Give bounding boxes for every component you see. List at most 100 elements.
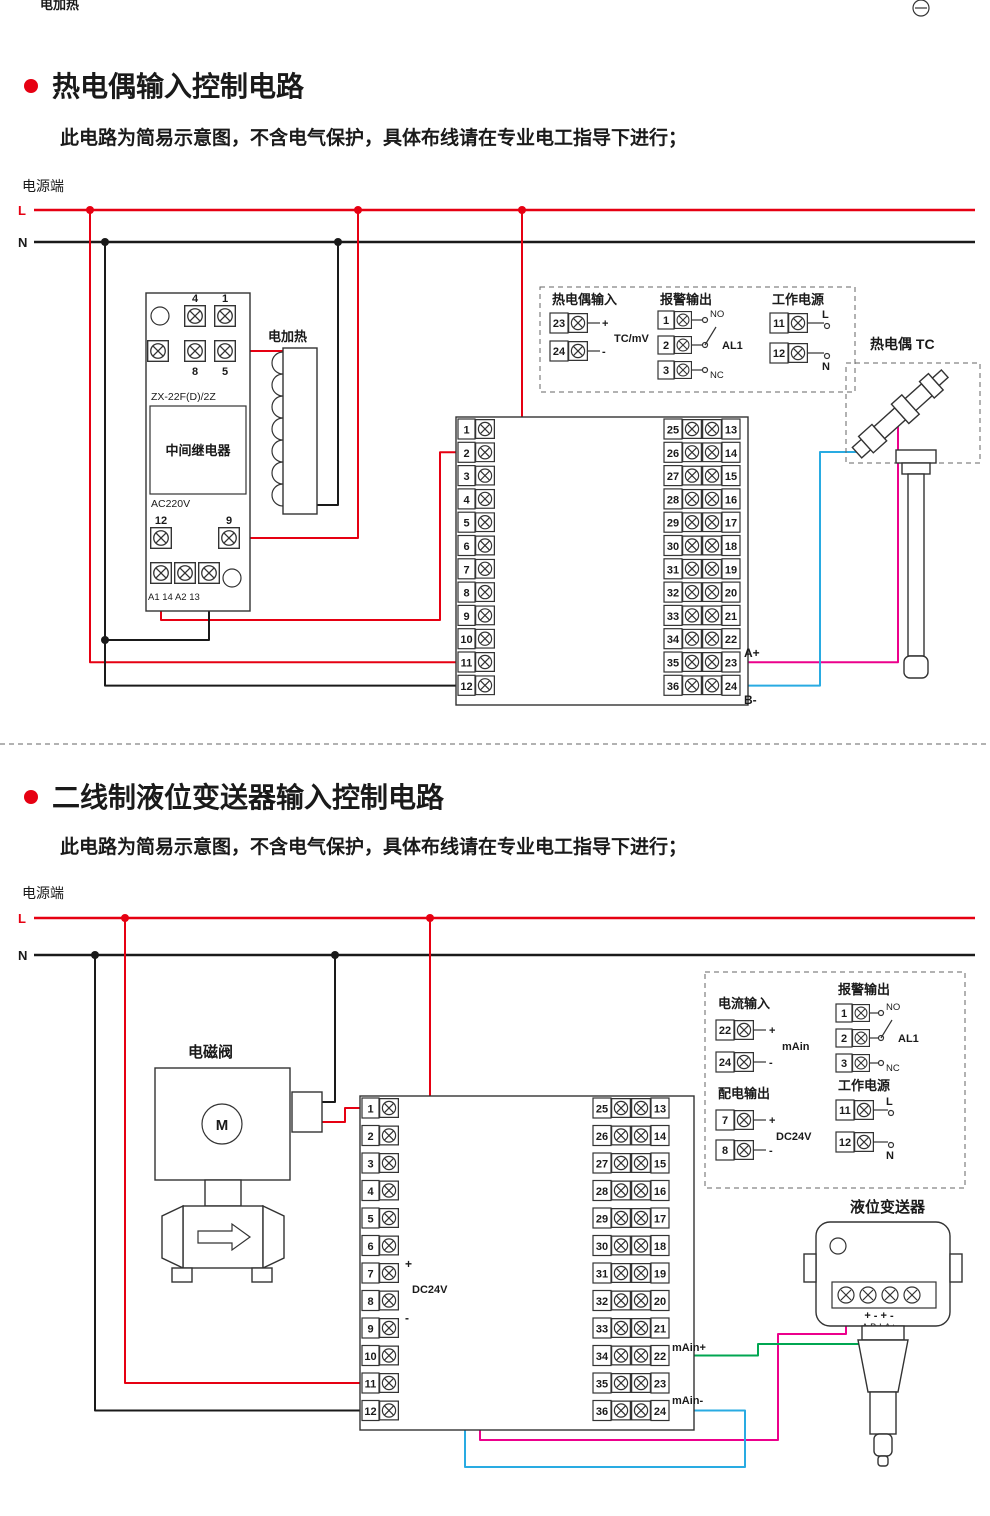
svg-text:15: 15 [654,1159,666,1171]
screw-terminal [174,562,196,584]
screw-terminal [734,1020,754,1040]
current-plus: + [769,1025,775,1037]
screw-terminal [631,1180,651,1201]
screw-terminal [611,1345,631,1366]
svg-text:10: 10 [364,1351,376,1363]
io-terminal-11: 11 [773,318,785,330]
junction-dot [86,206,94,214]
terminal-row: 30 18 [592,1234,670,1257]
screw-terminal [702,488,722,509]
line-n-label: N [18,948,27,963]
svg-text:13: 13 [725,425,737,437]
svg-text:2: 2 [367,1131,373,1143]
svg-text:16: 16 [654,1186,666,1198]
junction-dot [91,951,99,959]
svg-text:18: 18 [654,1241,666,1253]
section1-wires [86,206,899,687]
svg-text:3: 3 [463,471,469,483]
screw-terminal [475,465,495,486]
relay-terminal-label-1: 1 [222,293,228,305]
io-terminal-12: 12 [773,348,785,360]
relay-terminal-label-12: 12 [155,515,167,527]
svg-text:5: 5 [463,518,469,530]
junction-dot [334,238,342,246]
header-partial-label: 电加热 [40,0,79,12]
terminal-row: 8 [361,1289,399,1312]
screw-terminal [682,652,702,672]
no-label: NO [886,1002,900,1013]
io-terminal-1: 1 [841,1008,847,1020]
power-n-label: N [886,1150,894,1162]
svg-text:1: 1 [463,425,469,437]
terminal-row: 26 14 [592,1124,670,1147]
collapse-icon[interactable] [912,0,930,17]
power-end-label: 电源端 [22,178,64,194]
screw-terminal [184,340,206,362]
svg-text:31: 31 [596,1269,608,1281]
terminal-row: 36 24 [592,1399,670,1422]
screw-terminal [631,1125,651,1146]
screw-terminal [674,361,692,379]
screw-terminal [611,1318,631,1338]
svg-text:12: 12 [460,681,472,693]
main-plus-label: mAin+ [672,1342,706,1354]
work-power-title: 工作电源 [838,1078,890,1093]
screw-terminal [702,535,722,556]
motor-circle-icon [201,1103,243,1145]
dc-minus-label: - [405,1311,409,1325]
section2-note: 此电路为简易示意图，不含电气保护，具体布线请在专业电工指导下进行； [60,835,687,858]
screw-terminal [682,465,702,486]
tc-type: TC/mV [614,333,650,345]
screw-terminal [682,442,702,463]
junction-dot [354,206,362,214]
io-terminal-8: 8 [722,1145,728,1157]
screw-terminal [631,1235,651,1256]
screw-terminal [702,605,722,626]
thermocouple: 热电偶 TC [845,336,981,679]
terminal-row: 5 [361,1207,399,1229]
dc24v-output-label: DC24V [412,1284,448,1296]
svg-text:26: 26 [596,1131,608,1143]
io-terminal-3: 3 [841,1058,847,1070]
screw-terminal [475,488,495,509]
screw-terminal [379,1235,399,1256]
screw-terminal [631,1263,651,1283]
relay-contact-arm-icon [880,1019,893,1039]
wire-n-to-terminal12 [94,955,360,1412]
bullet-icon [24,790,38,804]
io-terminal-3: 3 [663,365,669,377]
io-terminal-11: 11 [839,1105,851,1117]
terminal-row: 27 15 [592,1152,670,1174]
electric-heater: 电加热 [268,329,318,515]
screw-terminal [379,1180,399,1201]
screw-terminal [379,1125,399,1146]
svg-text:9: 9 [367,1324,373,1336]
terminal-row: 11 [361,1372,399,1394]
power-n-label: N [822,361,830,373]
valve-coil-connector [291,1091,323,1133]
screw-terminal [379,1290,399,1311]
screw-terminal [379,1345,399,1366]
svg-text:28: 28 [667,494,679,506]
terminal-row: 31 19 [592,1262,670,1284]
svg-text:25: 25 [667,425,679,437]
io-terminal-22: 22 [719,1025,731,1037]
power-l-label: L [822,309,829,321]
transmitter-label: 液位变送器 [850,1198,926,1216]
svg-text:20: 20 [654,1296,666,1308]
screw-terminal [702,675,722,696]
svg-text:14: 14 [654,1131,667,1143]
screw-terminal [611,1290,631,1311]
junction-dot [426,914,434,922]
screw-terminal [631,1400,651,1421]
screw-terminal [682,535,702,556]
svg-text:25: 25 [596,1104,608,1116]
svg-text:31: 31 [667,564,679,576]
screw-terminal [218,527,240,549]
screw-terminal [150,562,172,584]
screw-terminal [702,652,722,672]
terminal-row: 28 16 [592,1179,670,1202]
wire-n-to-terminal12 [104,242,458,687]
svg-text:22: 22 [654,1351,666,1363]
svg-text:16: 16 [725,494,737,506]
